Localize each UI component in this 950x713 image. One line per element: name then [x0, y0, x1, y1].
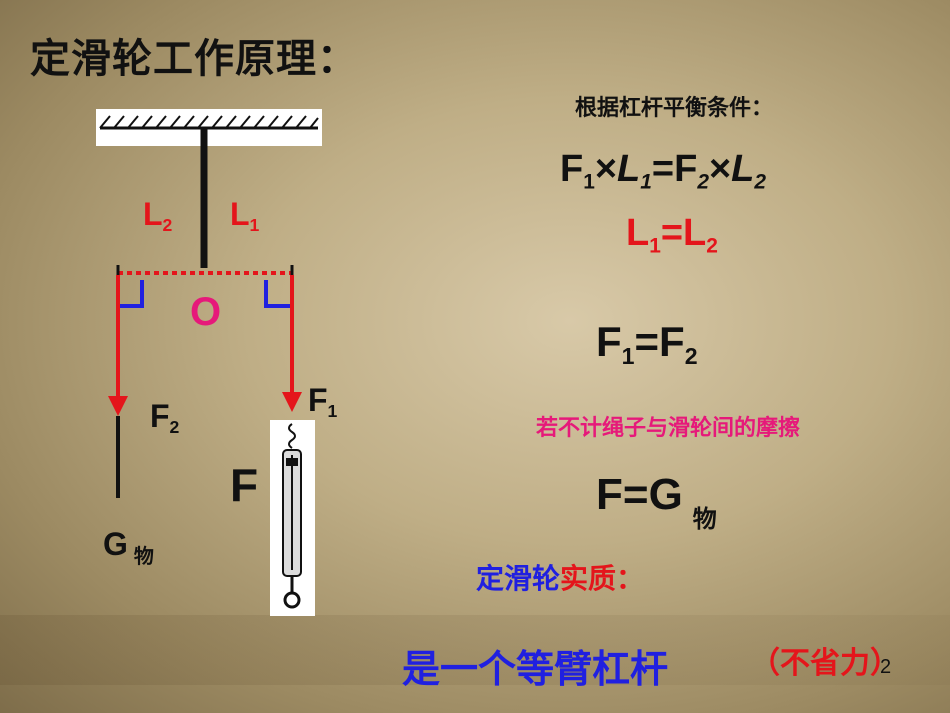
right-right-angle-marker: [264, 280, 290, 308]
lever-formula: F1×L1=F2×L2: [560, 148, 766, 194]
force-equality: F1=F2: [596, 318, 698, 370]
page-title: 定滑轮工作原理：: [30, 37, 358, 81]
no-force-saving-note: （不省力）: [750, 647, 900, 680]
force-f2-arrowhead: [108, 396, 128, 416]
label-l2: L2: [143, 196, 173, 236]
label-pivot-o: O: [190, 290, 222, 334]
label-l1: L1: [230, 196, 260, 236]
friction-note: 若不计绳子与滑轮间的摩擦: [536, 415, 801, 440]
balance-condition-text: 根据杠杆平衡条件：: [575, 95, 774, 120]
label-f: F: [230, 459, 259, 511]
label-f2: F2: [150, 398, 180, 438]
label-f1: F1: [308, 382, 338, 422]
essence-heading: 定滑轮实质：: [476, 563, 645, 594]
spring-balance-icon: [282, 423, 302, 609]
decorative-band: [0, 615, 950, 685]
page-number: 2: [880, 656, 892, 678]
f-equals-g: F=G物: [596, 470, 717, 533]
ceiling-hatch: [99, 115, 319, 129]
conclusion-text: 是一个等臂杠杆: [402, 649, 669, 691]
force-f1-arrowhead: [282, 392, 302, 412]
arm-equality: L1=L2: [626, 212, 718, 258]
left-right-angle-marker: [120, 280, 144, 308]
